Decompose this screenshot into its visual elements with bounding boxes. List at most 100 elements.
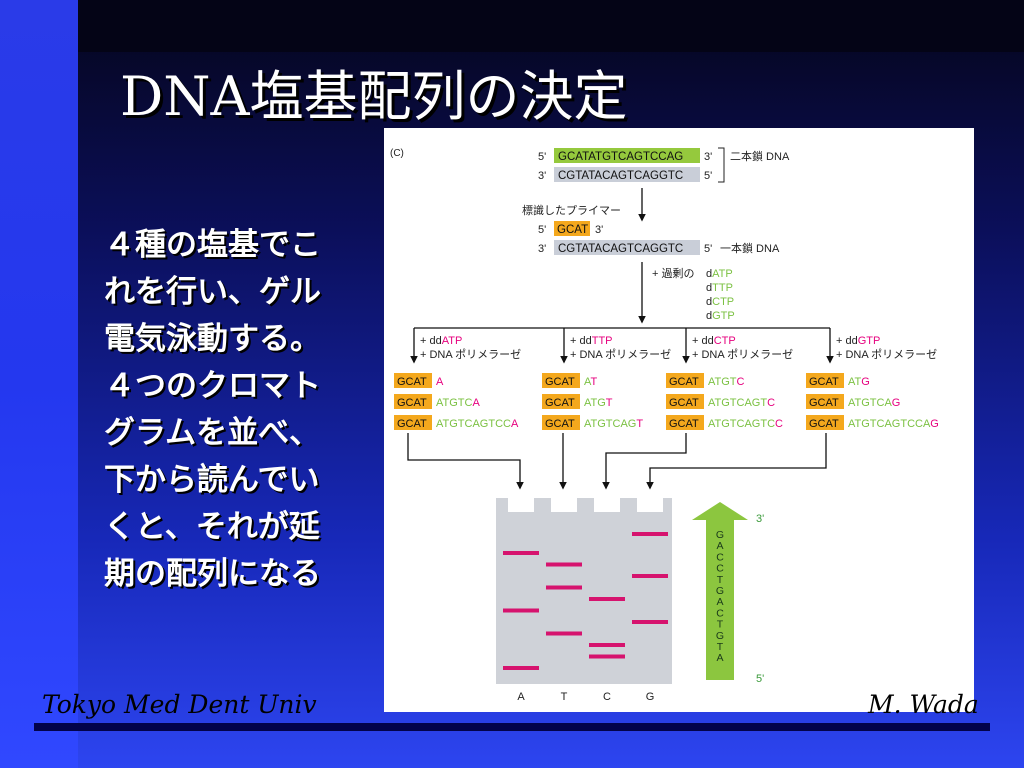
product-primer: GCAT (545, 376, 575, 388)
read-base: G (716, 630, 724, 642)
primer-3prime: 3' (595, 224, 603, 236)
dntp-prefix: d (706, 310, 712, 322)
product-primer: GCAT (809, 376, 839, 388)
lane-label: T (561, 691, 568, 703)
bottom-strand-box (554, 167, 700, 182)
body-line: 期の配列になる (104, 556, 321, 592)
dd-label: + ddGTP (836, 335, 880, 347)
product-extension-body: ATGTC (436, 397, 473, 409)
lane-label: C (603, 691, 611, 703)
dd-prefix: + dd (692, 335, 714, 347)
product-primer-box (542, 394, 580, 409)
top-3prime: 3' (704, 151, 712, 163)
gel-band (632, 574, 668, 578)
dntp-label: dTTP (706, 282, 733, 294)
product-extension-body: ATGT (708, 376, 737, 388)
bottom-3prime: 3' (538, 170, 546, 182)
template-box (554, 240, 700, 255)
sequencing-figure: (C) 5' GCATATGTCAGTCCAG 3' 3' CGTATACAGT… (384, 128, 974, 712)
gel-band (589, 643, 625, 647)
dd-base: ATP (442, 335, 463, 347)
ds-bracket (718, 147, 725, 183)
dd-label: + ddATP (420, 335, 462, 347)
dntp-label: dATP (706, 268, 733, 280)
product-extension: ATGTCAG (848, 397, 900, 409)
primer-box (554, 221, 590, 236)
footer-left: Tokyo Med Dent Univ (42, 690, 317, 719)
bottom-strand-seq: CGTATACAGTCAGGTC (558, 170, 683, 182)
primer-5prime: 5' (538, 224, 546, 236)
gel-band (589, 597, 625, 601)
template-seq: CGTATACAGTCAGGTC (558, 243, 683, 255)
product-extension: ATGTCAGTCCAG (848, 418, 939, 430)
product-primer-box (666, 373, 704, 388)
primer-seq: GCAT (557, 224, 588, 236)
dd-prefix: + dd (570, 335, 592, 347)
dd-prefix: + dd (420, 335, 442, 347)
product-primer-box (394, 394, 432, 409)
top-5prime: 5' (538, 151, 546, 163)
polymerase-label: + DNA ポリメラーゼ (836, 348, 937, 361)
dd-prefix: + dd (836, 335, 858, 347)
dntp-prefix: d (706, 296, 712, 308)
read-base: G (716, 585, 724, 597)
slide-title: DNA塩基配列の決定 (120, 65, 628, 128)
product-extension: ATGTCA (436, 397, 480, 409)
product-primer: GCAT (669, 418, 699, 430)
template-5prime: 5' (704, 243, 712, 255)
dntp-base: TTP (712, 282, 733, 294)
read-base: C (716, 551, 724, 563)
ds-label: 二本鎖 DNA (730, 149, 790, 163)
dd-label: + ddCTP (692, 335, 736, 347)
lane-label: A (517, 691, 525, 703)
excess-label: + 過剰の (652, 267, 694, 280)
product-terminator: C (767, 397, 775, 409)
body-line: 電気泳動する。 (104, 321, 321, 357)
product-terminator: A (436, 376, 444, 388)
gel-band (503, 551, 539, 555)
product-terminator: G (861, 376, 870, 388)
read-base: T (717, 574, 724, 586)
lane-connectors (407, 433, 827, 490)
product-extension: ATGTCAGTCC (708, 418, 783, 430)
body-line: 下から読んでい (104, 462, 320, 498)
product-primer: GCAT (545, 418, 575, 430)
product-primer-box (806, 373, 844, 388)
read-direction-arrow (692, 502, 748, 680)
dntp-base: GTP (712, 310, 735, 322)
product-extension: ATGTC (708, 376, 745, 388)
polymerase-label: + DNA ポリメラーゼ (420, 348, 521, 361)
dntp-prefix: d (706, 268, 712, 280)
primer-label: 標識したプライマー (522, 203, 621, 217)
template-3prime: 3' (538, 243, 546, 255)
product-terminator: A (511, 418, 519, 430)
read-base: A (716, 596, 723, 608)
dntp-label: dCTP (706, 296, 734, 308)
ss-label: 一本鎖 DNA (720, 241, 780, 255)
polymerase-label: + DNA ポリメラーゼ (692, 348, 793, 361)
product-primer-box (542, 415, 580, 430)
body-line: グラムを並べ、 (104, 415, 321, 451)
top-strand-box (554, 148, 700, 163)
product-extension: ATGTCAGT (584, 418, 643, 430)
product-extension-body: ATG (584, 397, 606, 409)
product-primer-box (542, 373, 580, 388)
product-primer: GCAT (809, 418, 839, 430)
product-primer-box (666, 415, 704, 430)
arrow-5prime: 5' (756, 673, 764, 685)
polymerase-label: + DNA ポリメラーゼ (570, 348, 671, 361)
product-primer: GCAT (397, 376, 427, 388)
gel-band (632, 532, 668, 536)
panel-label: (C) (390, 148, 404, 159)
product-extension-body: ATGTCAG (584, 418, 636, 430)
gel-band (632, 620, 668, 624)
body-line: くと、それが延 (104, 509, 320, 545)
gel-band (503, 608, 539, 613)
read-base: C (716, 607, 724, 619)
body-line: ４種の塩基でこ (104, 227, 321, 263)
read-base: A (716, 652, 723, 664)
gel-band (546, 585, 582, 590)
